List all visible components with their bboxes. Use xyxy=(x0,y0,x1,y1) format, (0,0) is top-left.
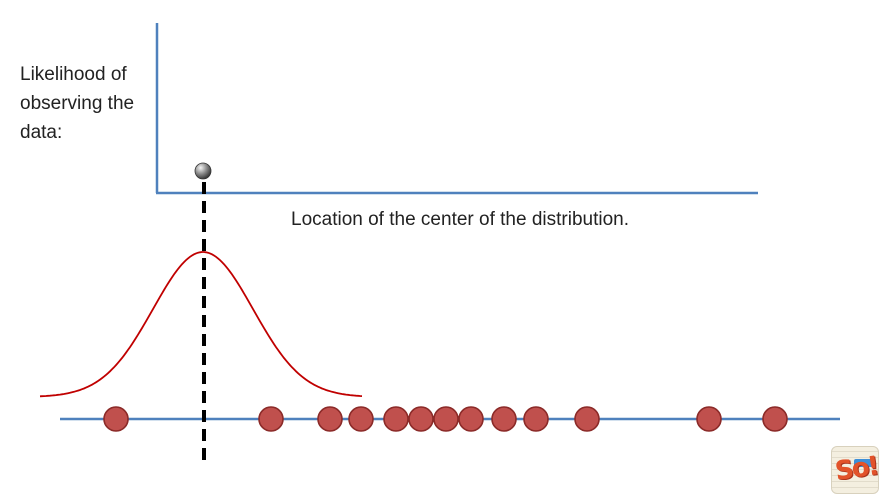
y-axis-label-line-3: data: xyxy=(20,122,63,143)
data-point xyxy=(433,406,459,432)
data-point xyxy=(383,406,409,432)
likelihood-point xyxy=(194,162,212,180)
logo: So! xyxy=(831,446,879,494)
data-point xyxy=(408,406,434,432)
data-point xyxy=(491,406,517,432)
y-axis-label: Likelihood of observing the data: xyxy=(20,60,160,147)
data-point xyxy=(103,406,129,432)
data-point xyxy=(258,406,284,432)
logo-text: So! xyxy=(833,451,879,487)
data-point xyxy=(317,406,343,432)
y-axis-label-line-1: Likelihood of xyxy=(20,64,127,85)
logo-badge xyxy=(854,459,874,467)
data-point xyxy=(348,406,374,432)
data-point xyxy=(762,406,788,432)
data-points xyxy=(103,406,788,432)
y-axis-label-line-2: observing the xyxy=(20,93,135,114)
data-point xyxy=(574,406,600,432)
x-axis-label: Location of the center of the distributi… xyxy=(291,209,629,230)
data-point xyxy=(523,406,549,432)
data-point xyxy=(696,406,722,432)
normal-distribution-curve xyxy=(39,251,363,398)
data-point xyxy=(458,406,484,432)
